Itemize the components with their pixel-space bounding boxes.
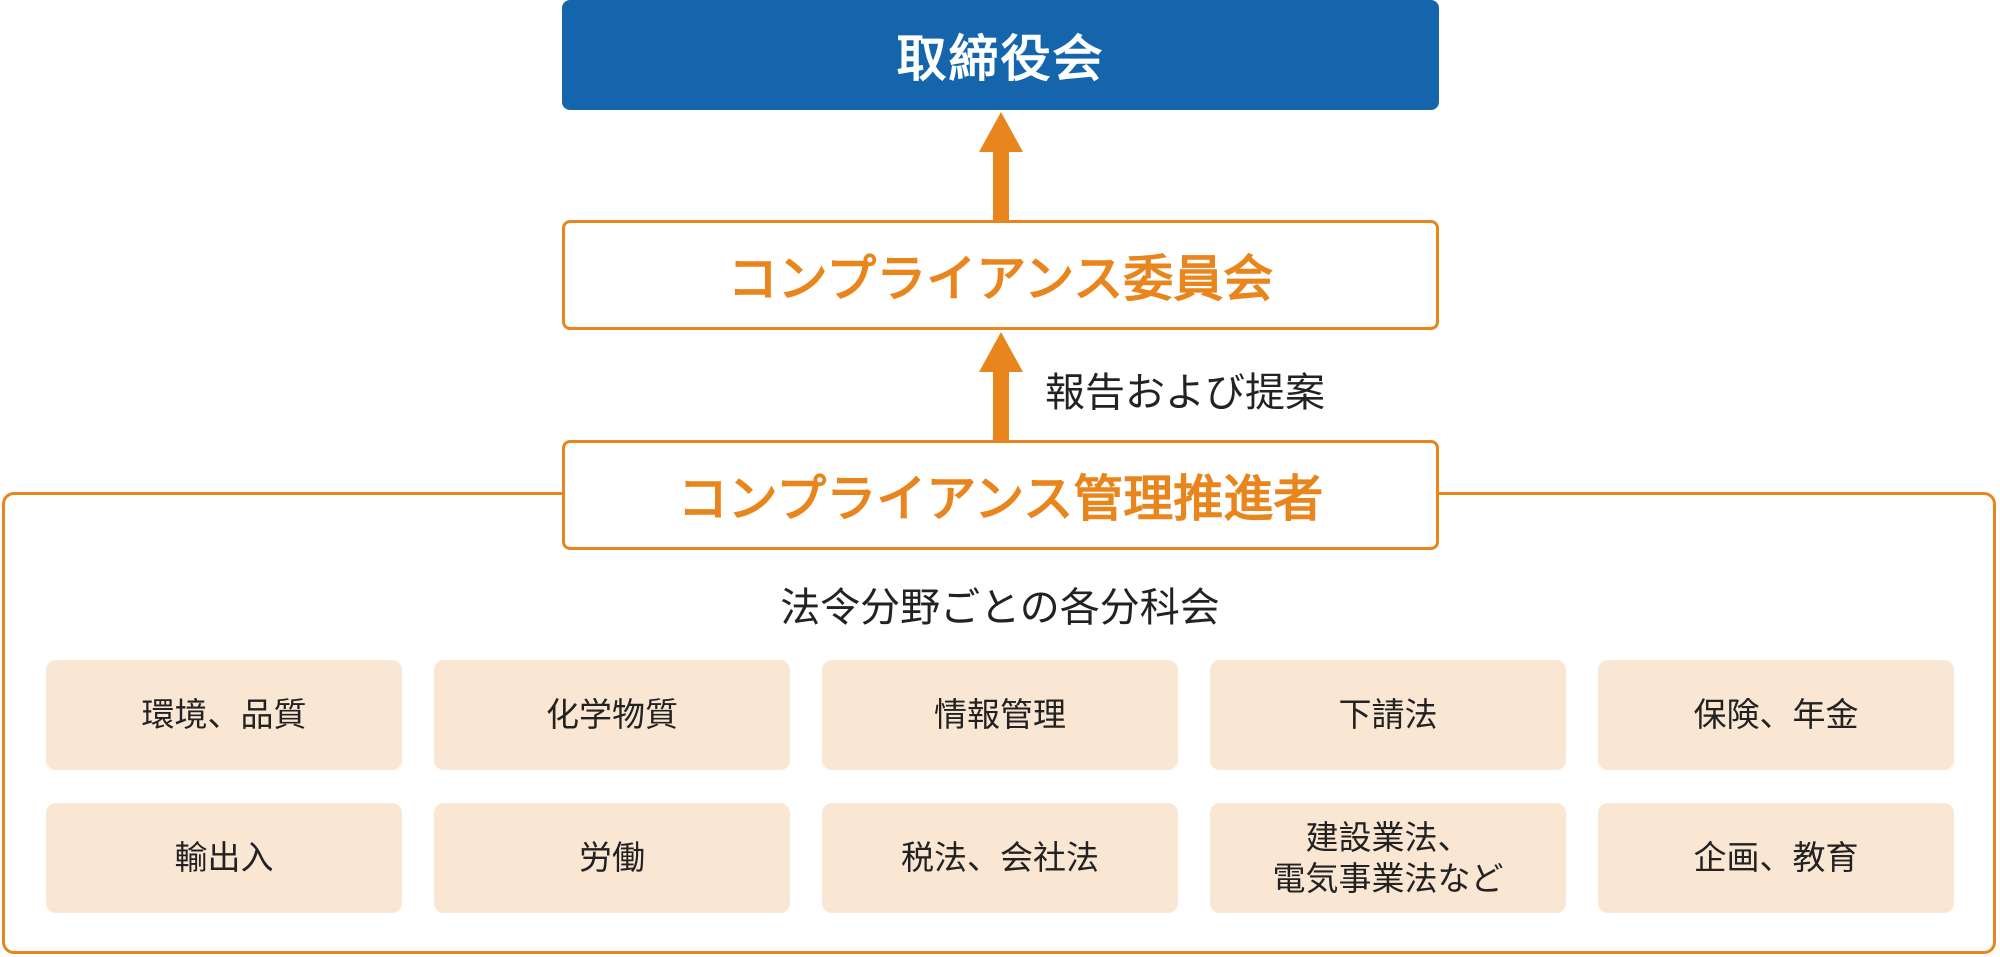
- subcommittee-label: 情報管理: [934, 695, 1066, 735]
- compliance-committee-box: コンプライアンス委員会: [562, 220, 1439, 330]
- subcommittee-insurance-pension: 保険、年金: [1598, 660, 1954, 770]
- subcommittee-construction-electricity-law: 建設業法、 電気事業法など: [1210, 803, 1566, 913]
- subcommittee-section-title: 法令分野ごとの各分科会: [780, 585, 1220, 631]
- subcommittee-information-management: 情報管理: [822, 660, 1178, 770]
- compliance-promoter-box: コンプライアンス管理推進者: [562, 440, 1439, 550]
- subcommittee-label: 化学物質: [546, 695, 678, 735]
- subcommittee-label: 税法、会社法: [901, 838, 1099, 878]
- subcommittee-labor: 労働: [434, 803, 790, 913]
- arrow-up-icon: [979, 332, 1023, 440]
- subcommittee-label-line2: 電気事業法など: [1272, 859, 1504, 898]
- board-label: 取締役会: [896, 30, 1105, 88]
- arrow-up-icon: [979, 112, 1023, 220]
- subcommittee-label: 輸出入: [174, 838, 274, 878]
- subcommittee-planning-education: 企画、教育: [1598, 803, 1954, 913]
- subcommittee-import-export: 輸出入: [46, 803, 402, 913]
- subcommittee-subcontract-act: 下請法: [1210, 660, 1566, 770]
- subcommittee-label-line1: 建設業法、: [1305, 817, 1471, 857]
- subcommittee-environment-quality: 環境、品質: [46, 660, 402, 770]
- committee-label: コンプライアンス委員会: [727, 250, 1274, 308]
- report-and-proposal-label: 報告および提案: [1045, 370, 1325, 416]
- board-of-directors-box: 取締役会: [562, 0, 1439, 110]
- subcommittee-chemical-substances: 化学物質: [434, 660, 790, 770]
- subcommittee-tax-corporate-law: 税法、会社法: [822, 803, 1178, 913]
- subcommittee-label: 保険、年金: [1693, 695, 1859, 735]
- promoter-label: コンプライアンス管理推進者: [677, 470, 1324, 528]
- subcommittee-label-group: 建設業法、 電気事業法など: [1273, 817, 1504, 900]
- subcommittee-label: 企画、教育: [1693, 838, 1859, 878]
- subcommittee-label: 下請法: [1338, 695, 1438, 735]
- subcommittee-label: 労働: [579, 838, 645, 878]
- subcommittee-label: 環境、品質: [141, 695, 307, 735]
